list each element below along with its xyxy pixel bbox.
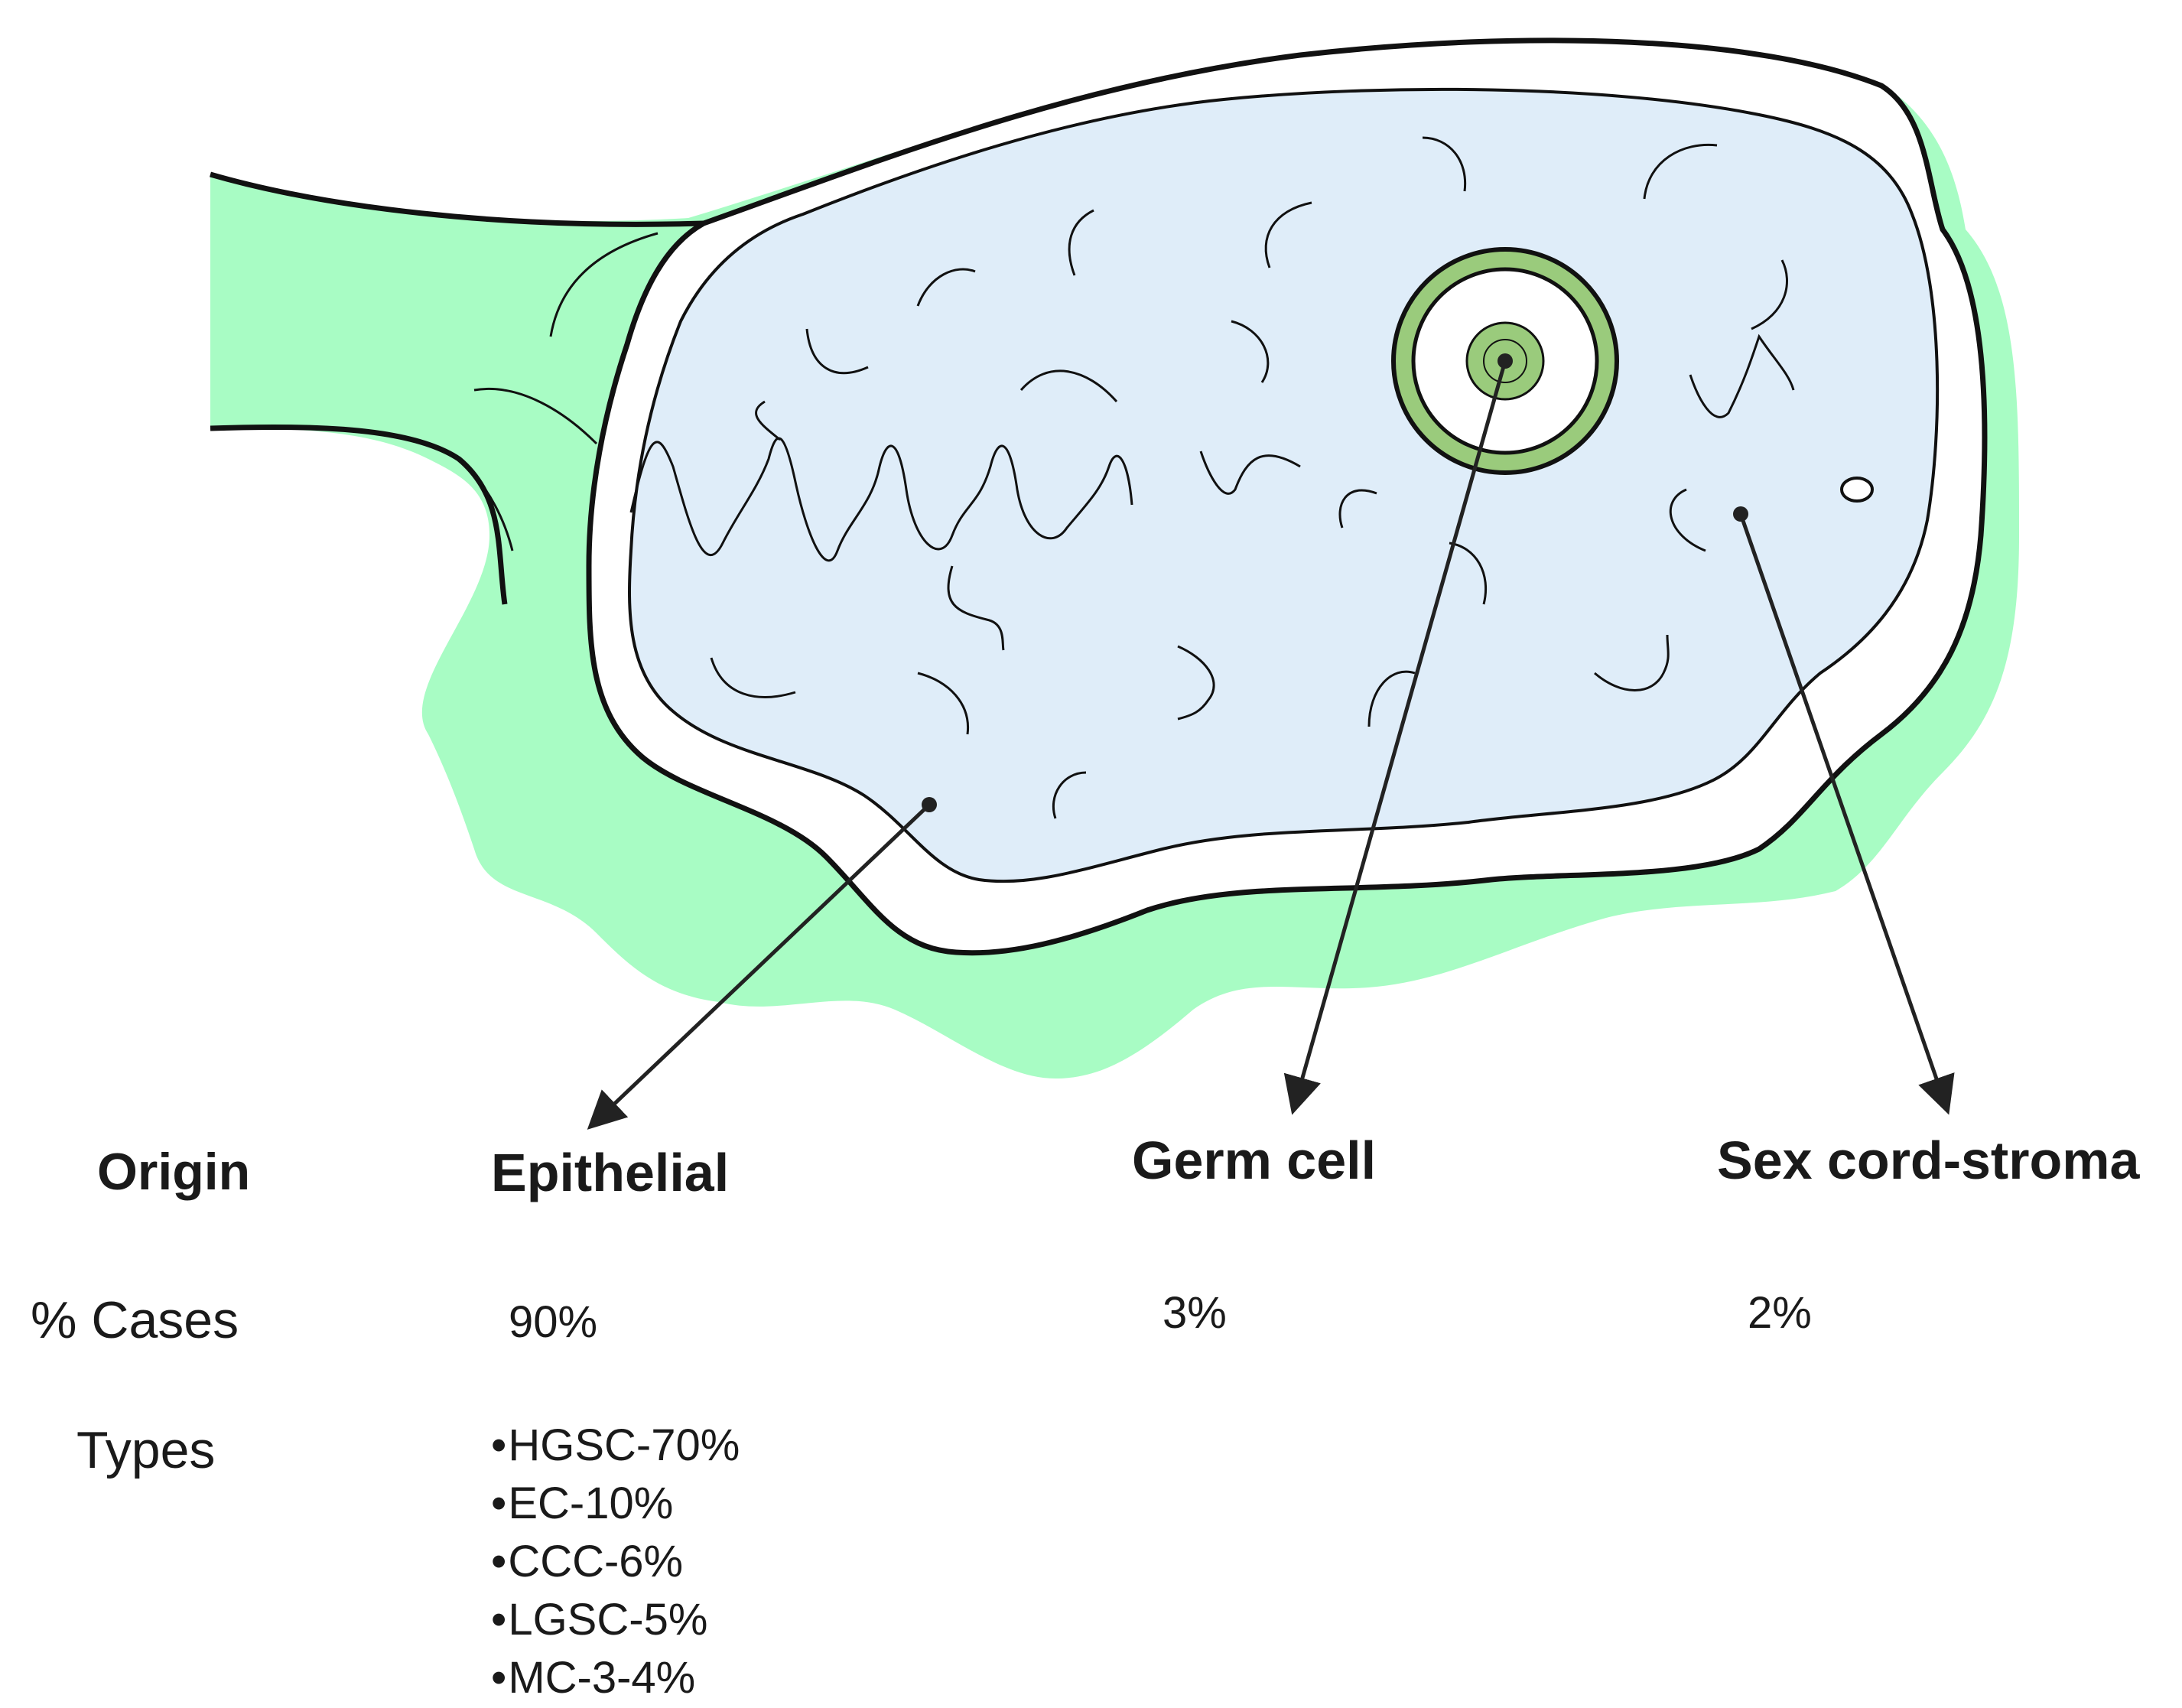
origin-germ-cell: Germ cell	[1132, 1131, 1377, 1190]
type-item: LGSC-5%	[491, 1591, 740, 1649]
tube-bottom-edge	[210, 424, 508, 605]
epithelial-wave-tail	[947, 565, 1005, 651]
stroma-fiber	[473, 388, 598, 445]
row-label-cases: % Cases	[31, 1291, 239, 1349]
pointer-arrows	[587, 360, 1955, 1130]
epithelial-wave-tail	[755, 400, 781, 441]
epithelial-types-list: HGSC-70% EC-10% CCC-6% LGSC-5% MC-3-4%	[491, 1417, 740, 1707]
pointer-dot-epithelial	[922, 797, 937, 812]
percent-germ-cell: 3%	[1163, 1288, 1227, 1338]
origin-sex-cord-stroma: Sex cord-stroma	[1717, 1131, 2140, 1190]
stroma-fiber	[465, 465, 514, 551]
percent-epithelial: 90%	[509, 1297, 598, 1347]
pointer-dot-sex-cord	[1733, 506, 1748, 522]
type-item: CCC-6%	[491, 1533, 740, 1591]
stroma-curls	[710, 136, 1795, 819]
origin-epithelial: Epithelial	[491, 1143, 730, 1202]
epithelial-wave	[629, 437, 1133, 562]
stroma-fiber	[549, 232, 659, 337]
small-cyst	[1840, 477, 1874, 503]
row-label-origin: Origin	[97, 1143, 251, 1201]
percent-sex-cord-stroma: 2%	[1748, 1288, 1812, 1338]
type-item: EC-10%	[491, 1475, 740, 1533]
pointer-dot-germ-cell	[1497, 353, 1513, 369]
tube-top-edge	[210, 171, 704, 227]
row-label-types: Types	[76, 1421, 216, 1479]
ovary-medulla	[628, 87, 1940, 883]
type-item: MC-3-4%	[491, 1649, 740, 1707]
type-item: HGSC-70%	[491, 1417, 740, 1475]
